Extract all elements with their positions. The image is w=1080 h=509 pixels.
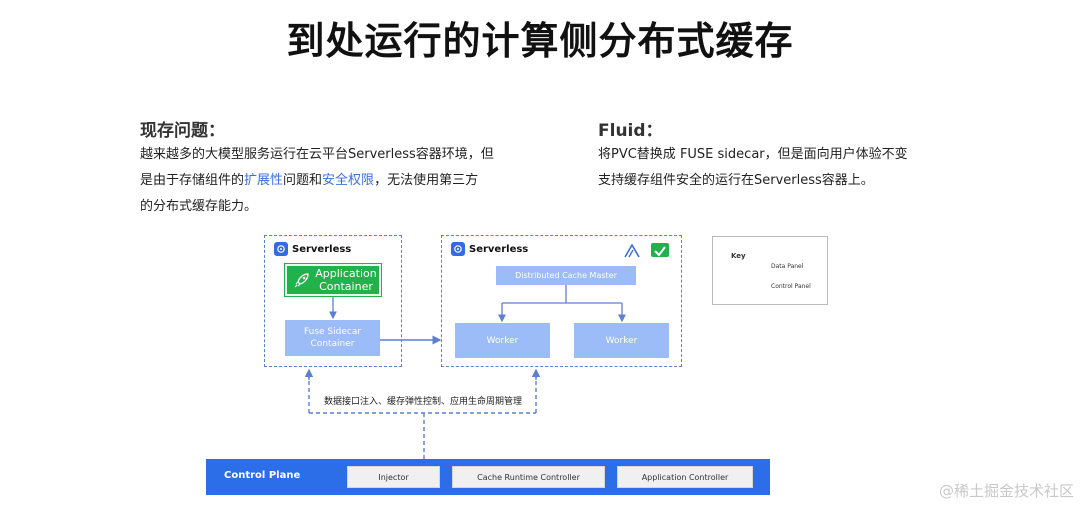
watermark: @稀土掘金技术社区 [938, 482, 1074, 500]
application-container-line-2: Container [319, 280, 373, 293]
problem-text: 越来越多的大模型服务运行在云平台Serverless容器环境，但 是由于存储组件… [140, 142, 540, 220]
control-annotation: 数据接口注入、缓存弹性控制、应用生命周期管理 [324, 397, 523, 407]
problem-line-2: 是由于存储组件的扩展性问题和安全权限，无法使用第三方 [140, 168, 540, 194]
control-plane-label: Control Plane [224, 470, 301, 481]
key-title: Key [731, 252, 746, 260]
key-control-panel: Control Panel [771, 283, 811, 290]
highlight-security: 安全权限 [322, 173, 375, 188]
fuse-sidecar-box: Fuse Sidecar Container [285, 320, 380, 356]
worker-box-2: Worker [574, 323, 669, 358]
control-dash-bracket [308, 373, 537, 414]
key-data-panel: Data Panel [771, 263, 804, 270]
fluid-line-1: 将PVC替换成 FUSE sidecar，但是面向用户体验不变 [598, 147, 908, 162]
serverless-left-label: Serverless [274, 242, 351, 256]
application-controller-box: Application Controller [617, 466, 753, 488]
fuse-sidecar-line-1: Fuse Sidecar [303, 327, 362, 337]
worker-box-1: Worker [455, 323, 550, 358]
kubernetes-icon [274, 242, 288, 256]
problem-text-segment: 是由于存储组件的 [140, 173, 245, 188]
problem-heading: 现存问题： [140, 121, 225, 141]
kubernetes-icon [451, 242, 465, 256]
rocket-icon [293, 271, 313, 289]
serverless-right-text: Serverless [469, 243, 529, 255]
check-badge-icon [651, 243, 669, 257]
problem-text-segment: 问题和 [283, 173, 323, 188]
problem-line-3: 的分布式缓存能力。 [140, 199, 258, 214]
cache-runtime-controller-box: Cache Runtime Controller [452, 466, 605, 488]
problem-line-1: 越来越多的大模型服务运行在云平台Serverless容器环境，但 [140, 147, 494, 162]
serverless-left-frame [264, 235, 402, 367]
application-container-box: Application Container [284, 263, 382, 297]
control-plane-bar: Control Plane Injector Cache Runtime Con… [206, 459, 770, 495]
application-container-line-1: Application [315, 267, 377, 280]
fluid-line-2: 支持缓存组件安全的运行在Serverless容器上。 [598, 173, 874, 188]
serverless-right-label: Serverless [451, 242, 528, 256]
key-legend [712, 236, 828, 305]
injector-box: Injector [347, 466, 440, 488]
serverless-left-text: Serverless [292, 243, 352, 255]
fluid-logo-icon [624, 243, 640, 262]
cache-master-box: Distributed Cache Master [496, 266, 636, 285]
fuse-sidecar-line-2: Container [310, 339, 355, 349]
application-container-label: Application Container [313, 267, 379, 293]
serverless-right-frame [441, 235, 682, 367]
highlight-scalability: 扩展性 [244, 173, 284, 188]
fluid-heading: Fluid： [598, 121, 663, 141]
fuse-sidecar-label: Fuse Sidecar Container [304, 326, 361, 350]
page-title: 到处运行的计算侧分布式缓存 [286, 19, 794, 63]
fluid-text: 将PVC替换成 FUSE sidecar，但是面向用户体验不变 支持缓存组件安全… [598, 142, 938, 194]
problem-text-segment: ，无法使用第三方 [374, 173, 479, 188]
